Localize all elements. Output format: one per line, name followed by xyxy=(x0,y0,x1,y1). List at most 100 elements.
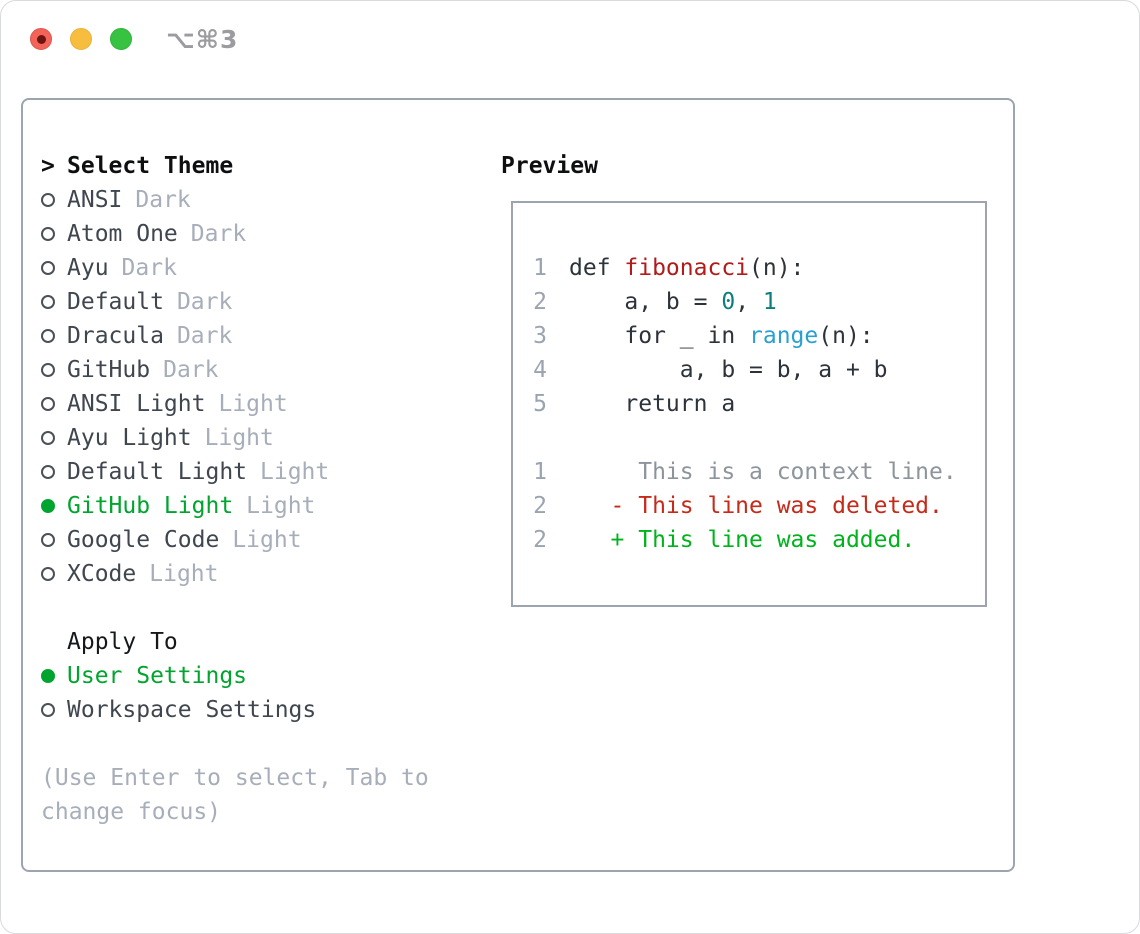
theme-name-label: XCode xyxy=(67,561,137,587)
line-number: 1 xyxy=(533,255,547,281)
radio-icon xyxy=(41,533,55,547)
radio-icon xyxy=(41,329,55,343)
apply-option[interactable]: User Settings xyxy=(41,659,481,693)
radio-icon xyxy=(41,465,55,479)
preview-line: 2 a, b = 0, 1 xyxy=(533,285,985,319)
preview-title: Preview xyxy=(501,153,598,179)
code-token: (n): xyxy=(749,255,805,281)
code-content: return a xyxy=(569,387,735,421)
preview-line: 1 This is a context line. xyxy=(533,455,985,489)
theme-variant-label: Light xyxy=(246,493,316,519)
theme-variant-label: Light xyxy=(149,561,219,587)
theme-name-label: Default xyxy=(67,289,164,315)
code-token: a, b = b, a + b xyxy=(569,357,888,383)
theme-variant-label: Light xyxy=(204,425,274,451)
theme-option[interactable]: Default Light Light xyxy=(41,455,481,489)
code-token: fibonacci xyxy=(624,255,750,281)
select-theme-title: Select Theme xyxy=(67,153,234,179)
theme-option[interactable]: Dracula Dark xyxy=(41,319,481,353)
radio-icon xyxy=(41,703,55,717)
code-token: return a xyxy=(569,391,736,417)
radio-icon xyxy=(41,193,55,207)
code-content: for _ in range(n): xyxy=(569,319,874,353)
theme-name-label: GitHub xyxy=(67,357,151,383)
code-token: - This line was deleted. xyxy=(569,493,943,519)
code-token: 0 xyxy=(721,289,736,315)
preview-line xyxy=(533,557,985,591)
apply-to-header: Apply To xyxy=(41,625,481,659)
code-token: This is a context line. xyxy=(569,459,957,485)
theme-name-label: ANSI xyxy=(67,187,123,213)
line-number xyxy=(533,557,547,591)
radio-icon xyxy=(41,261,55,275)
theme-variant-label: Dark xyxy=(163,357,219,383)
line-number xyxy=(533,421,547,455)
theme-option[interactable]: Google Code Light xyxy=(41,523,481,557)
radio-icon xyxy=(41,567,55,581)
apply-option-label: Workspace Settings xyxy=(67,697,317,723)
radio-icon xyxy=(41,363,55,377)
code-token: , xyxy=(735,289,763,315)
theme-variant-label: Light xyxy=(260,459,330,485)
keyboard-hint: (Use Enter to select, Tab to change focu… xyxy=(41,765,429,825)
theme-option[interactable]: Atom One Dark xyxy=(41,217,481,251)
code-token: for _ in xyxy=(569,323,750,349)
code-token: + This line was added. xyxy=(569,527,916,553)
code-content: - This line was deleted. xyxy=(569,489,943,523)
theme-option[interactable]: XCode Light xyxy=(41,557,481,591)
theme-name-label: Default Light xyxy=(67,459,248,485)
theme-variant-label: Dark xyxy=(176,323,233,349)
code-content: + This line was added. xyxy=(569,523,916,557)
theme-variant-label: Light xyxy=(232,527,302,553)
radio-icon xyxy=(41,431,55,445)
preview-line xyxy=(533,421,985,455)
preview-line xyxy=(533,217,985,251)
code-content: This is a context line. xyxy=(569,455,957,489)
line-number: 4 xyxy=(533,357,547,383)
close-button[interactable] xyxy=(30,28,52,50)
code-token: def xyxy=(569,255,625,281)
unsaved-dot-icon xyxy=(36,34,46,44)
code-token: a, b = xyxy=(569,289,722,315)
theme-name-label: Dracula xyxy=(67,323,164,349)
theme-name-label: Atom One xyxy=(67,221,178,247)
titlebar: ⌥⌘3 xyxy=(30,24,239,54)
code-token: range xyxy=(749,323,819,349)
preview-line: 4 a, b = b, a + b xyxy=(533,353,985,387)
line-number: 1 xyxy=(533,459,547,485)
code-content: def fibonacci(n): xyxy=(569,251,804,285)
preview-line: 5 return a xyxy=(533,387,985,421)
line-number: 2 xyxy=(533,493,547,519)
window-title: ⌥⌘3 xyxy=(166,24,239,54)
theme-name-label: Ayu Light xyxy=(67,425,192,451)
preview-line: 2 + This line was added. xyxy=(533,523,985,557)
theme-option[interactable]: Ayu Light Light xyxy=(41,421,481,455)
theme-variant-label: Dark xyxy=(190,221,247,247)
theme-name-label: ANSI Light xyxy=(67,391,206,417)
theme-option[interactable]: GitHub Dark xyxy=(41,353,481,387)
preview-line: 1 def fibonacci(n): xyxy=(533,251,985,285)
radio-icon xyxy=(41,397,55,411)
code-token: (n): xyxy=(818,323,874,349)
code-token: 1 xyxy=(762,289,777,315)
radio-icon xyxy=(41,295,55,309)
preview-line: 3 for _ in range(n): xyxy=(533,319,985,353)
maximize-button[interactable] xyxy=(110,28,132,50)
spacer-row xyxy=(41,591,481,625)
line-number: 2 xyxy=(533,527,547,553)
minimize-button[interactable] xyxy=(70,28,92,50)
line-number: 2 xyxy=(533,289,547,315)
theme-name-label: Ayu xyxy=(67,255,109,281)
apply-option[interactable]: Workspace Settings xyxy=(41,693,481,727)
theme-name-label: Google Code xyxy=(67,527,220,553)
preview-line: 2 - This line was deleted. xyxy=(533,489,985,523)
